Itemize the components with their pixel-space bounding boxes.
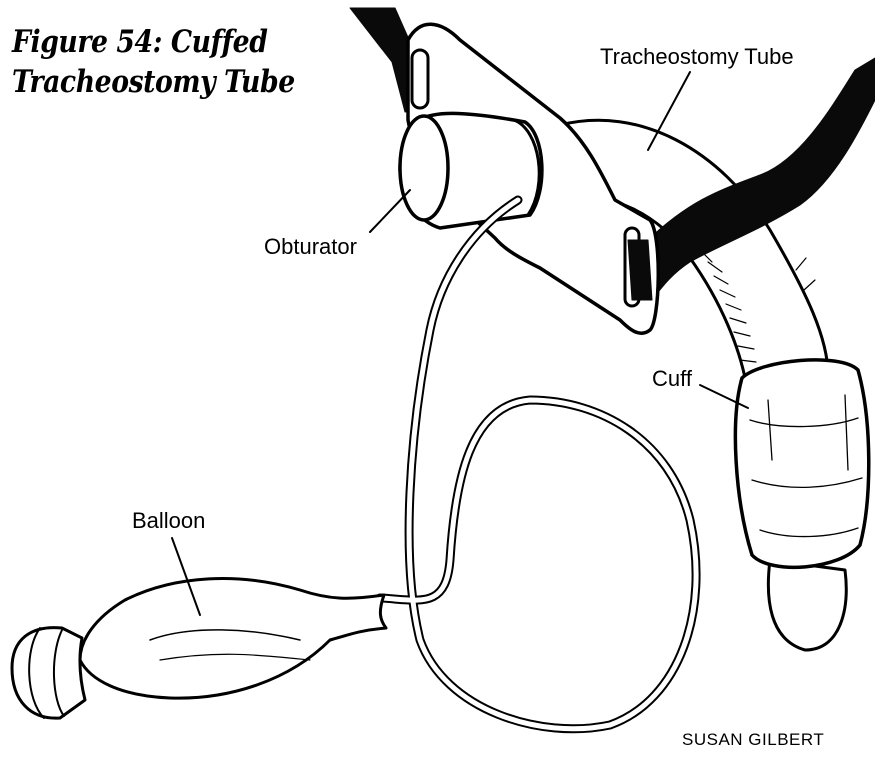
figure-title-line-2: Tracheostomy Tube: [12, 62, 295, 102]
figure-title: Figure 54: Cuffed Tracheostomy Tube: [12, 22, 295, 102]
balloon-valve: [12, 628, 85, 719]
label-cuff: Cuff: [652, 366, 692, 392]
tube-distal-tip: [768, 560, 846, 650]
obturator-cap: [400, 116, 448, 220]
artist-credit: SUSAN GILBERT: [682, 730, 824, 750]
label-tracheostomy-tube: Tracheostomy Tube: [600, 44, 794, 70]
leader-obturator: [370, 190, 410, 232]
label-obturator: Obturator: [264, 234, 357, 260]
label-balloon: Balloon: [132, 508, 205, 534]
figure-title-line-1: Figure 54: Cuffed: [12, 22, 295, 62]
pilot-balloon: [80, 579, 386, 699]
